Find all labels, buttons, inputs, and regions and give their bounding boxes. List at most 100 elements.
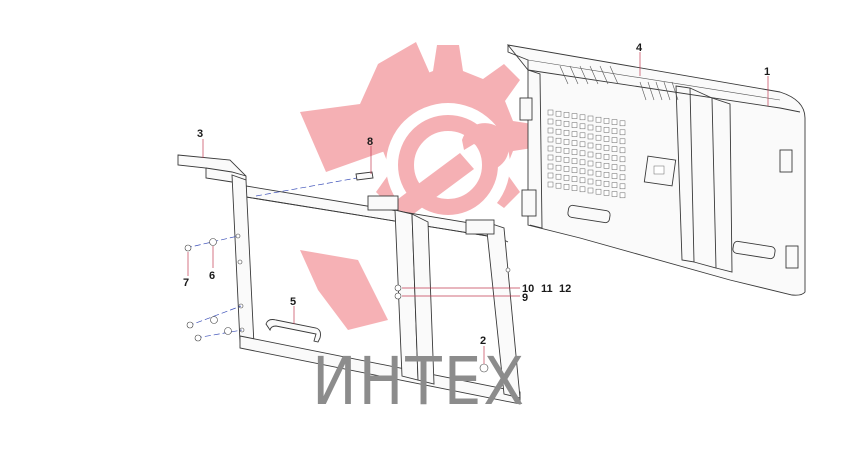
vent-hole (547, 181, 554, 188)
front-frame (177, 154, 521, 405)
vent-hole (595, 161, 602, 168)
vent-hole (563, 157, 570, 163)
vent-hole (603, 136, 610, 142)
louver-slot (639, 81, 647, 101)
vent-hole (579, 123, 586, 130)
vent-hole (555, 182, 562, 189)
vent-hole (595, 125, 602, 132)
vent-hole (563, 130, 570, 136)
louver-slot (647, 81, 655, 101)
callout-3: 3 (197, 128, 203, 140)
vent-hole (555, 119, 562, 126)
back-cover-panel (506, 44, 806, 296)
vent-hole (571, 131, 578, 137)
vent-hole (619, 183, 626, 190)
vent-hole (555, 146, 562, 153)
vent-hole (611, 137, 618, 143)
vent-hole (595, 143, 602, 150)
vent-hole (587, 178, 594, 185)
vent-hole (571, 122, 578, 128)
callout-8: 8 (367, 136, 373, 148)
vent-hole (611, 128, 618, 134)
vent-hole (563, 121, 570, 127)
vent-hole (603, 127, 610, 133)
vent-hole (587, 151, 594, 158)
vent-hole (619, 138, 626, 145)
vent-hole (603, 145, 610, 151)
vent-hole (587, 169, 594, 176)
callout-10: 10 (522, 283, 534, 295)
watermark-text: ИНТЕХ (312, 343, 526, 420)
louver-slot (671, 81, 679, 101)
callout-5: 5 (290, 296, 296, 308)
vent-hole (563, 184, 570, 190)
vent-hole (611, 119, 618, 125)
vent-hole (595, 152, 602, 159)
vent-hole (571, 176, 578, 182)
vent-hole (563, 112, 570, 118)
vent-hole (547, 136, 554, 143)
vent-hole (587, 115, 594, 122)
vent-hole (579, 186, 586, 193)
vent-hole (587, 124, 594, 131)
vent-hole (603, 118, 610, 124)
wrench-icon (390, 123, 509, 221)
vent-hole (603, 190, 610, 196)
vent-hole (603, 181, 610, 187)
vent-hole (563, 175, 570, 181)
vent-hole (619, 120, 626, 127)
louver-slot (609, 65, 619, 85)
vent-hole (547, 118, 554, 125)
vent-hole (555, 128, 562, 135)
vent-hole (555, 164, 562, 171)
vent-hole (563, 166, 570, 172)
vent-hole (595, 134, 602, 141)
vent-hole (587, 187, 594, 194)
gear-rim-icon (300, 42, 438, 330)
ventilation-grid (547, 109, 626, 199)
callout-9: 9 (522, 292, 528, 304)
vent-hole (579, 141, 586, 148)
callout-4: 4 (636, 42, 643, 54)
vent-hole (555, 137, 562, 144)
top-louvers (559, 65, 679, 101)
leader-lines (187, 52, 769, 364)
vent-hole (619, 174, 626, 181)
vent-hole (587, 142, 594, 149)
vent-hole (595, 170, 602, 177)
vent-hole (603, 163, 610, 169)
vent-hole (547, 163, 554, 170)
louver-slot (599, 65, 609, 85)
louver-slot (559, 65, 569, 85)
vent-hole (611, 164, 618, 170)
louver-slot (655, 81, 663, 101)
vent-hole (547, 109, 554, 116)
vent-hole (595, 188, 602, 195)
vent-hole (595, 116, 602, 123)
vent-hole (579, 150, 586, 157)
vent-hole (555, 173, 562, 180)
callout-6: 6 (209, 270, 215, 282)
vent-hole (571, 113, 578, 119)
vent-hole (611, 191, 618, 197)
callout-2: 2 (480, 335, 486, 347)
vent-hole (579, 168, 586, 175)
louver-slot (663, 81, 671, 101)
vent-hole (579, 159, 586, 166)
vent-hole (587, 160, 594, 167)
vent-hole (619, 147, 626, 154)
callout-11: 11 (541, 283, 553, 295)
callout-12: 12 (559, 283, 571, 295)
callout-1: 1 (764, 66, 770, 78)
vent-hole (547, 127, 554, 134)
vent-hole (619, 156, 626, 163)
louver-slot (569, 65, 579, 85)
vent-hole (619, 192, 626, 199)
vent-hole (547, 172, 554, 179)
vent-hole (563, 148, 570, 154)
vent-hole (579, 177, 586, 184)
vent-hole (571, 167, 578, 173)
vent-hole (611, 155, 618, 161)
handle-part (265, 319, 321, 343)
